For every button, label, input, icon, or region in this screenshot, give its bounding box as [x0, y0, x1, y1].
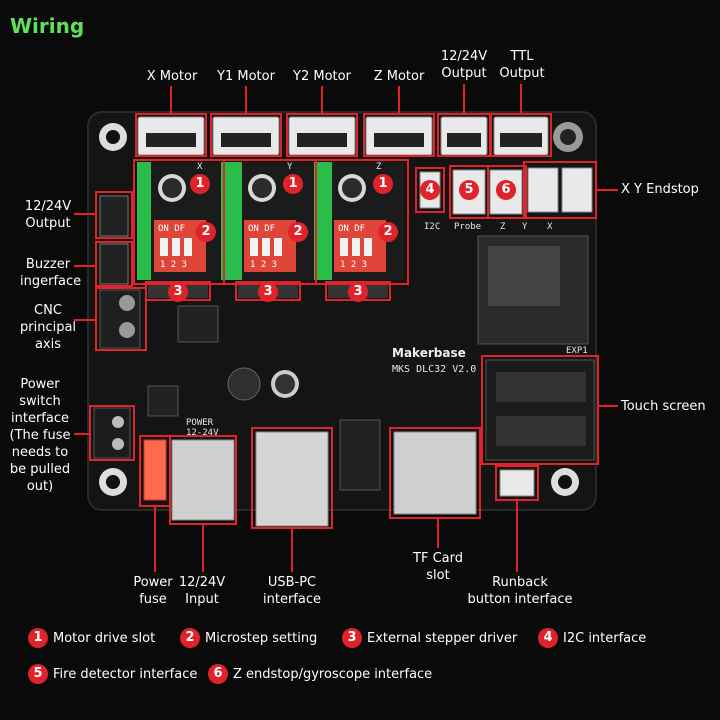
- silk-probe: Probe: [454, 222, 482, 232]
- silk-x2: X: [547, 222, 553, 232]
- x-endstop-connector: [561, 167, 593, 213]
- buzzer-connector: [99, 243, 129, 285]
- silk-123-2: 1 2 3: [250, 260, 278, 270]
- marker-3-x: 3: [168, 282, 188, 302]
- silk-123-1: 1 2 3: [160, 260, 188, 270]
- marker-1-z: 1: [373, 174, 393, 194]
- label-cnc-axis: CNC principal axis: [20, 303, 77, 352]
- power-fuse: [143, 439, 167, 501]
- legend-num-5: 5: [28, 664, 48, 684]
- label-x-motor: X Motor: [146, 69, 198, 84]
- spindle-terminal: [99, 289, 141, 349]
- marker-4: 4: [420, 180, 440, 200]
- silk-on-df-2: ON DF: [248, 224, 276, 234]
- legend-text-2: Microstep setting: [205, 630, 318, 646]
- label-xy-endstop: X Y Endstop: [621, 182, 699, 197]
- legend-text-3: External stepper driver: [367, 630, 518, 646]
- power-switch-connector: [93, 407, 131, 459]
- legend-num-2: 2: [180, 628, 200, 648]
- legend-text-1: Motor drive slot: [53, 630, 156, 646]
- marker-3-z: 3: [348, 282, 368, 302]
- label-power-switch: Power switch interface (The fuse needs t…: [9, 377, 71, 494]
- legend-num-3: 3: [342, 628, 362, 648]
- silk-z2: Z: [500, 222, 506, 232]
- label-power-input: 12/24V Input: [178, 575, 226, 607]
- marker-3-y: 3: [258, 282, 278, 302]
- left-output-connector: [99, 195, 129, 237]
- silk-on-df-1: ON DF: [158, 224, 186, 234]
- marker-2-z: 2: [378, 222, 398, 242]
- board-brand: Makerbase: [392, 346, 466, 360]
- y-endstop-connector: [527, 167, 559, 213]
- usb-port: [255, 431, 329, 527]
- marker-1-y: 1: [283, 174, 303, 194]
- label-y2-motor: Y2 Motor: [293, 69, 351, 84]
- silk-y: Y: [287, 162, 293, 172]
- silk-y2: Y: [522, 222, 528, 232]
- legend-num-6: 6: [208, 664, 228, 684]
- legend-text-4: I2C interface: [563, 630, 647, 646]
- label-ttl-output: TTL Output: [499, 49, 545, 81]
- legend-item-5: 5 Fire detector interface: [28, 664, 197, 684]
- legend-text-5: Fire detector interface: [53, 666, 198, 682]
- marker-5: 5: [459, 180, 479, 200]
- marker-6: 6: [496, 180, 516, 200]
- legend-num-4: 4: [538, 628, 558, 648]
- legend-item-4: 4 I2C interface: [538, 628, 646, 648]
- label-tf-card: TF Card slot: [413, 551, 463, 583]
- tf-card-slot: [393, 431, 477, 515]
- label-usb-pc: USB-PC interface: [263, 575, 321, 607]
- legend-text-6: Z endstop/gyroscope interface: [233, 666, 433, 682]
- label-left-output: 12/24V Output: [24, 199, 72, 231]
- runback-connector: [499, 469, 535, 497]
- label-z-motor: Z Motor: [373, 69, 425, 84]
- page-title: Wiring: [10, 14, 85, 38]
- callout-lines: [74, 84, 618, 572]
- silk-x: X: [197, 162, 203, 172]
- marker-1-x: 1: [190, 174, 210, 194]
- legend-item-1: 1 Motor drive slot: [28, 628, 155, 648]
- label-y1-motor: Y1 Motor: [217, 69, 275, 84]
- marker-2-x: 2: [196, 222, 216, 242]
- legend-item-6: 6 Z endstop/gyroscope interface: [208, 664, 432, 684]
- legend-item-3: 3 External stepper driver: [342, 628, 517, 648]
- label-power-fuse: Power fuse: [133, 575, 173, 607]
- silk-z: Z: [376, 162, 382, 172]
- silk-exp1: EXP1: [566, 346, 588, 356]
- silk-power: POWER 12-24V: [186, 418, 219, 438]
- marker-2-y: 2: [288, 222, 308, 242]
- label-top-output: 12/24V Output: [440, 49, 488, 81]
- label-buzzer: Buzzer ingerface: [20, 257, 82, 289]
- power-input-port: [171, 439, 235, 521]
- label-touch-screen: Touch screen: [621, 399, 706, 414]
- board-model: MKS DLC32 V2.0: [392, 364, 477, 375]
- legend: 1 Motor drive slot 2 Microstep setting 3…: [28, 626, 708, 706]
- legend-item-2: 2 Microstep setting: [180, 628, 317, 648]
- silk-i2c: I2C: [424, 222, 441, 232]
- label-runback: Runback button interface: [467, 575, 573, 607]
- legend-num-1: 1: [28, 628, 48, 648]
- silk-on-df-3: ON DF: [338, 224, 366, 234]
- silk-123-3: 1 2 3: [340, 260, 368, 270]
